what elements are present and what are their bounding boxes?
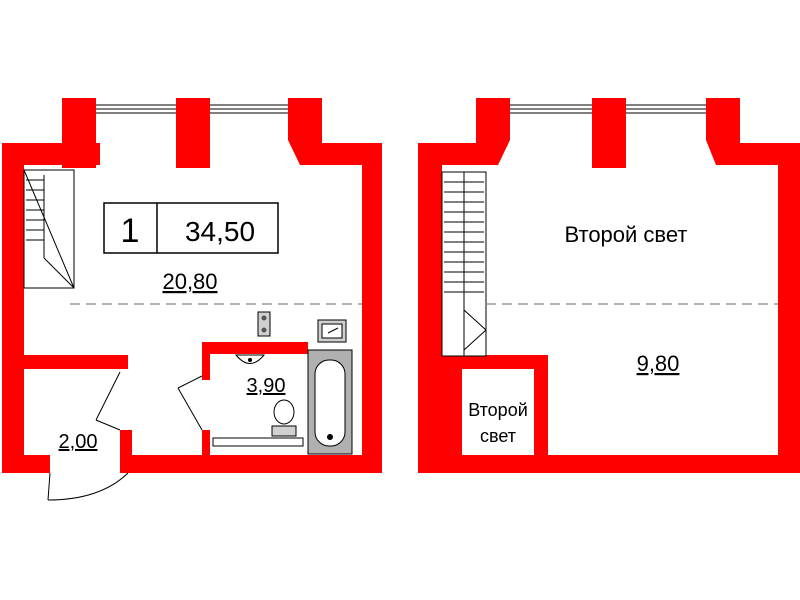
staircase-level-2 <box>441 171 487 357</box>
main-room-area: 20,80 <box>162 269 217 294</box>
toilet-icon <box>271 399 297 437</box>
stove-icon <box>257 311 271 337</box>
plan-level-2: Второй свет 9,80 Второй свет <box>418 98 800 473</box>
small-second-light-line2: свет <box>480 426 516 446</box>
plan-level-1: 1 34,50 20,80 3,90 <box>2 98 382 501</box>
total-area: 34,50 <box>185 216 255 247</box>
rooms-count: 1 <box>121 212 140 250</box>
mezzanine-area: 9,80 <box>637 351 680 376</box>
interior-walls-level-1 <box>24 342 308 473</box>
hall-door-swing <box>95 371 121 431</box>
washbasin-icon <box>234 354 266 364</box>
apartment-info-box: 1 34,50 <box>103 202 279 254</box>
exterior-walls-level-2 <box>418 98 800 473</box>
exterior-walls-level-1 <box>2 98 382 473</box>
windows-level-1 <box>96 104 288 114</box>
kitchen-sink-icon <box>317 319 347 343</box>
bathroom-area: 3,90 <box>247 375 286 397</box>
bath-ledge <box>212 437 304 447</box>
hall-area: 2,00 <box>59 431 98 453</box>
bathtub-icon <box>307 349 353 455</box>
staircase-level-1 <box>23 169 75 289</box>
small-second-light-room <box>462 369 534 455</box>
second-light-label: Второй свет <box>565 222 688 247</box>
small-second-light-line1: Второй <box>468 400 528 420</box>
windows-level-2 <box>510 104 706 114</box>
entrance-door-swing <box>47 472 129 501</box>
bathroom-door-swing <box>177 375 203 431</box>
